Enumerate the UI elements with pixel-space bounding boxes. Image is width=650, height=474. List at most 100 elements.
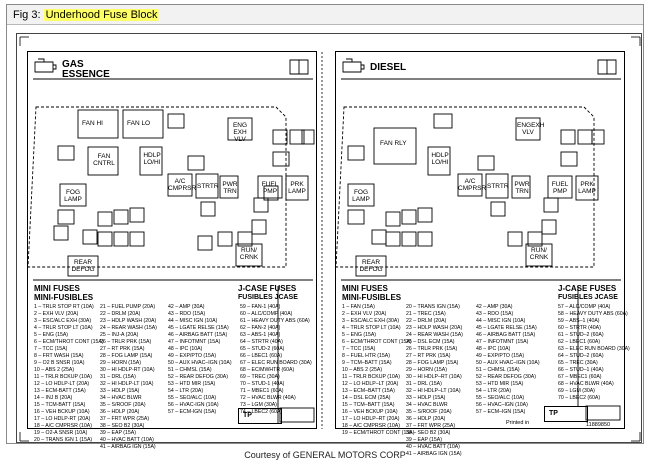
fuse-list-item: 19 – O2-A SNSR (10A) — [34, 430, 88, 436]
fuse-list-item: 9 – TCM–BATT (15A) — [342, 360, 392, 366]
fuse-list-item: 10 – ABS 2 (25A) — [34, 367, 75, 373]
fuse-list-item: 42 – AMP (30A) — [168, 304, 205, 310]
fuse-list-item: 37 – FRT WPR (25A) — [100, 416, 150, 422]
fuse-list-item: 22 – DRLM (20A) — [406, 318, 447, 324]
fuse-list-item: 70 – STUD-1 (40A) — [240, 381, 285, 387]
fuse-list-item: 64 – STRTR (40A) — [240, 339, 283, 345]
gas-title-line2: ESSENCE — [62, 69, 110, 80]
fuse-list-item: 39 – EAP (15A) — [100, 430, 136, 436]
fuse-list-item: 44 – MISC IGN (10A) — [476, 318, 526, 324]
gas-relay-fog-lamp: FOG LAMP — [64, 189, 82, 203]
diesel-tp-label: TP — [544, 406, 588, 422]
fuse-list-item: 2 – EXH VLV (20A) — [342, 311, 387, 317]
fuse-list-item: 48 – IPC (10A) — [168, 346, 203, 352]
fuse-list-item: 2 – EXH VLV (20A) — [34, 311, 79, 317]
diesel-relay-run-crnk: RUN/ CRNK — [529, 247, 549, 261]
gas-mini-fuses-title: MINI FUSES — [34, 284, 80, 293]
gas-jcase-title: J-CASE FUSES — [238, 284, 297, 293]
diesel-mini-fusibles-title: MINI-FUSIBLES — [342, 293, 402, 302]
diesel-fuse-list-col2: 20 – TRANS IGN (15A)21 – TREC (15A)22 – … — [406, 304, 463, 458]
fuse-list-item: 17 – LO HDLP–RT (20A) — [342, 416, 400, 422]
fuse-list-item: 7 – TCC (15A) — [342, 346, 376, 352]
fuse-list-item: 32 – HI HDLP–LT (10A) — [406, 388, 461, 394]
fuse-list-item: 12 – LO HDLP-LT (20A) — [34, 381, 90, 387]
fuse-list-item: 28 – FOG LAMP (15A) — [100, 353, 153, 359]
fuse-list-item: 35 – S/ROOF (20A) — [100, 402, 146, 408]
gas-mini-fusibles-title: MINI-FUSIBLES — [34, 293, 94, 302]
figure-frame: Fig 3: Underhood Fuse Block — [6, 4, 644, 457]
fuse-list-item: 16 – VEH BCKUP (10A) — [34, 409, 90, 415]
fuse-list-item: 15 – TCM-BATT (15A) — [34, 402, 86, 408]
fuse-list-item: 3 – ESC/ALC EXH (30A) — [342, 318, 400, 324]
fuse-list-item: 59 – FAN-1 (40A) — [240, 304, 281, 310]
fuse-list-item: 39 – EAP (15A) — [406, 437, 442, 443]
fuse-list-item: 56 – HVAC–IGN (10A) — [476, 402, 528, 408]
fuse-list-item: 64 – STUD–2 (60A) — [558, 353, 604, 359]
fuse-list-item: 43 – RDO (15A) — [168, 311, 206, 317]
diesel-mini-fuses-title: MINI FUSES — [342, 284, 388, 293]
fuse-list-item: 33 – HDLP (15A) — [100, 388, 140, 394]
fuse-list-item: 65 – TREC (30A) — [558, 360, 598, 366]
fuse-list-item: 53 – HTD MIR (15A) — [168, 381, 216, 387]
gas-panel: GAS ESSENCE FAN HI FAN LO FAN CNTRL HDLP… — [27, 51, 317, 450]
gas-relay-pwr-trn: PWR TRN — [222, 181, 238, 195]
fuse-list-item: 45 – LGATE RELSE (15A) — [476, 325, 537, 331]
fuse-list-item: 38 – SEO B2 (30A) — [406, 430, 451, 436]
fuse-list-item: 8 – FRT WASH (15A) — [34, 353, 84, 359]
fuse-list-item: 13 – ECM–BATT (15A) — [342, 388, 395, 394]
fuse-list-item: 19 – ECM/THROT CONT (15A) — [342, 430, 415, 436]
fuse-list-item: 14 – DSL ECM (25A) — [342, 395, 391, 401]
fuse-list-item: 70 – LBEC2 (60A) — [558, 395, 601, 401]
fuse-list-item: 52 – REAR DEFOG (30A) — [476, 374, 536, 380]
diesel-relay-prk-lamp: PRK LAMP — [578, 181, 596, 195]
fuse-list-item: 24 – REAR WASH (15A) — [406, 332, 463, 338]
fuse-list-item: 63 – ABS-1 (40A) — [240, 332, 281, 338]
diesel-fuse-list-col4: 57 – ALC/COMP (40A)58 – HEAVY DUTY ABS (… — [558, 304, 630, 402]
fuse-list-item: 35 – S/ROOF (20A) — [406, 409, 452, 415]
gas-relay-fan-lo: FAN LO — [127, 120, 151, 127]
fuse-list-item: 15 – TCM–BATT (15A) — [342, 402, 395, 408]
fuse-list-item: 26 – TRLR PRK (15A) — [100, 339, 152, 345]
sheet-corner-marks — [19, 36, 641, 442]
fuse-list-item: 57 – ALC/COMP (40A) — [558, 304, 611, 310]
fuse-list-item: 57 – ECM–IGN (15A) — [476, 409, 526, 415]
fuse-list-item: 68 – EC/MWHTR (60A) — [240, 367, 295, 373]
fuse-list-item: 20 – TRANS IGN 1 (15A) — [34, 437, 93, 443]
caption-fig: Fig 3: — [13, 9, 41, 21]
fuse-list-item: 8 – FUEL HTR (15A) — [342, 353, 390, 359]
diesel-relay-strtr: STRTR — [487, 183, 509, 190]
fuse-list-item: 36 – HDLP (20A) — [100, 409, 140, 415]
gas-fuse-list-col2: 21 – FUEL PUMP (20A)22 – DRLM (20A)23 – … — [100, 304, 157, 451]
diesel-jcase-title-2: FUSIBLES JCASE — [558, 294, 618, 301]
fuse-list-item: 33 – HDLP (15A) — [406, 395, 446, 401]
fuse-list-item: 12 – LO HDLP–LT (20A) — [342, 381, 399, 387]
gas-fuse-list-col3: 42 – AMP (30A)43 – RDO (15A)44 – MISC IG… — [168, 304, 232, 416]
fuse-list-item: 47 – INFOTMNT (15A) — [168, 339, 221, 345]
diesel-relay-fan: FAN RLY — [380, 140, 407, 147]
fuse-list-item: 61 – STUD–2 (60A) — [558, 332, 604, 338]
fuse-list-item: 13 – ECM-BATT (15A) — [34, 388, 86, 394]
diesel-printed-in: Printed in — [506, 420, 530, 426]
fuse-list-item: 11 – TRLR BCKUP (10A) — [342, 374, 400, 380]
fuse-list-item: 73 – LGM (30A) — [240, 402, 277, 408]
diesel-engine-icon — [342, 58, 365, 73]
fuse-list-item: 1 – FAN (15A) — [342, 304, 375, 310]
diesel-manual-icon — [597, 59, 617, 75]
fuse-list-item: 66 – STUD–1 (40A) — [558, 367, 604, 373]
fuse-list-item: 69 – LGM (30A) — [558, 388, 595, 394]
fuse-list-item: 49 – EXP/PTO (15A) — [476, 353, 525, 359]
fuse-list-item: 31 – DRL (15A) — [100, 374, 136, 380]
fuse-list-item: 9 – O2 B SNSR (10A) — [34, 360, 85, 366]
diesel-panel: DIESEL FAN RLY HDLP LO/HI ENGEXH VLV A/C… — [335, 51, 630, 457]
gas-relay-eng-exh: ENG EXH VLV — [232, 122, 248, 143]
fuse-list-item: 4 – TRLR STOP LT (10A) — [342, 325, 401, 331]
fuse-list-item: 71 – MBEC1 (60A) — [240, 388, 284, 394]
fuse-list-item: 58 – HEAVY DUTY ABS (60A) — [558, 311, 628, 317]
fuse-list-item: 7 – TCC (15A) — [34, 346, 68, 352]
fuse-list-item: 40 – HVAC BATT (10A) — [100, 437, 154, 443]
diesel-fuse-list-col3: 42 – AMP (30A)43 – RDO (15A)44 – MISC IG… — [476, 304, 540, 416]
fuse-list-item: 29 – HORN (15A) — [100, 360, 141, 366]
fuse-list-item: 18 – A/C CMPRSR (10A) — [342, 423, 400, 429]
diesel-relay-fuel-pmp: FUEL PMP — [551, 181, 569, 195]
diesel-jcase-title: J-CASE FUSES — [558, 284, 617, 293]
